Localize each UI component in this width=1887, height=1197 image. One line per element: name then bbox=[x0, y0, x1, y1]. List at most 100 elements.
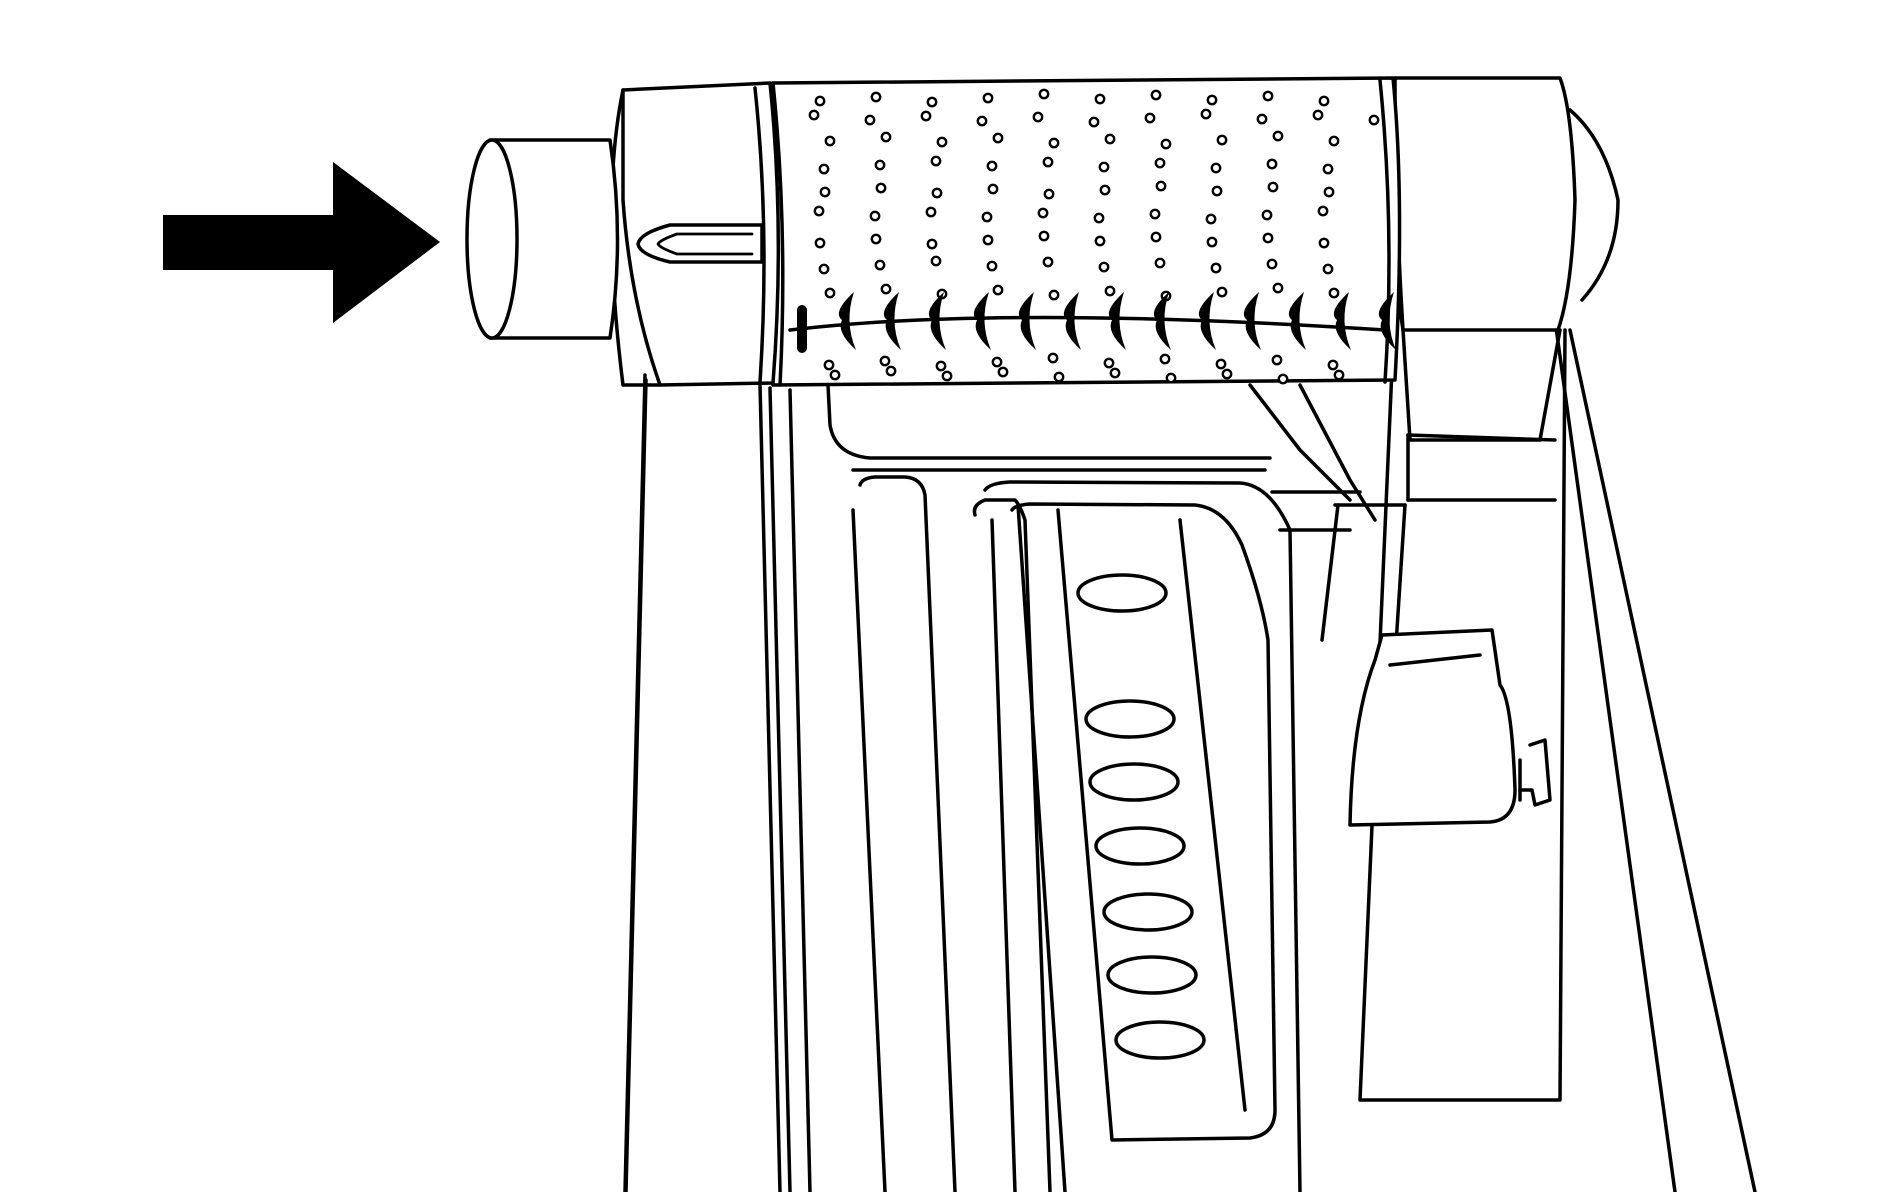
grip-dot bbox=[1216, 286, 1228, 298]
grip-dot bbox=[1150, 89, 1162, 101]
gate-hole bbox=[1088, 762, 1180, 802]
grip-dot bbox=[824, 135, 836, 147]
grip-dot bbox=[879, 355, 891, 367]
grip-dot bbox=[986, 160, 998, 172]
grip-dot bbox=[1262, 232, 1274, 244]
grip-dot bbox=[1037, 207, 1049, 219]
grip-dot bbox=[986, 260, 998, 272]
stitch-mark bbox=[1153, 292, 1171, 350]
gate-holes bbox=[1076, 573, 1206, 1060]
grip-dot bbox=[930, 255, 942, 267]
grip-dot bbox=[920, 110, 932, 122]
stitch-mark bbox=[928, 292, 946, 350]
grip-dot bbox=[819, 186, 831, 198]
grip-dot bbox=[992, 284, 1004, 296]
grip-dot bbox=[1160, 138, 1172, 150]
grip-dot bbox=[1155, 180, 1167, 192]
indicator-arrow bbox=[636, 223, 764, 264]
grip-dot bbox=[1333, 369, 1345, 381]
grip-dot bbox=[1210, 162, 1222, 174]
grip-dot bbox=[1261, 209, 1273, 221]
end-cap-button[interactable] bbox=[465, 138, 620, 340]
stitch-mark bbox=[838, 292, 856, 350]
grip-dot bbox=[1266, 158, 1278, 170]
grip-dot bbox=[1318, 95, 1330, 107]
grip-dot bbox=[818, 263, 830, 275]
grip-dot bbox=[1328, 135, 1340, 147]
stitch-mark bbox=[1108, 292, 1126, 350]
grip-dot bbox=[1103, 357, 1115, 369]
grip-dot bbox=[1159, 353, 1171, 365]
grip-dot bbox=[814, 237, 826, 249]
console-body bbox=[624, 318, 1757, 1194]
grip-dot bbox=[1099, 184, 1111, 196]
stitch-mark bbox=[1018, 292, 1036, 350]
grip-dot bbox=[864, 114, 876, 126]
grip-dot bbox=[1317, 205, 1329, 217]
grip-dot bbox=[925, 206, 937, 218]
grip-dot bbox=[982, 234, 994, 246]
grip-dot bbox=[1088, 116, 1100, 128]
grip-dot bbox=[1093, 212, 1105, 224]
console-ledge bbox=[826, 383, 1377, 532]
shifter-lever bbox=[1320, 298, 1567, 1102]
gate-plate bbox=[972, 480, 1302, 1194]
knob-base-column bbox=[623, 373, 647, 1194]
grip-dot bbox=[824, 287, 836, 299]
grip-dot bbox=[1216, 134, 1228, 146]
grip-dot bbox=[1042, 156, 1054, 168]
grip-dot bbox=[1094, 235, 1106, 247]
grip-dot bbox=[1322, 263, 1334, 275]
stitch-mark bbox=[1243, 292, 1261, 350]
grip-dot bbox=[1200, 108, 1212, 120]
grip-dot bbox=[1327, 359, 1339, 371]
grip-dot bbox=[880, 283, 892, 295]
grip-dot bbox=[926, 238, 938, 250]
gate-hole bbox=[1102, 892, 1194, 932]
grip-dot bbox=[1094, 93, 1106, 105]
grip-dot bbox=[1215, 358, 1227, 370]
grip-dot bbox=[1038, 230, 1050, 242]
grip-dot bbox=[1318, 237, 1330, 249]
grip-dot bbox=[1104, 133, 1116, 145]
stitch-mark bbox=[1288, 292, 1306, 350]
grip-dot bbox=[880, 131, 892, 143]
gate-hole bbox=[1106, 955, 1198, 995]
grip-dot bbox=[1328, 287, 1340, 299]
grip-dot bbox=[930, 155, 942, 167]
direction-arrow bbox=[163, 162, 440, 323]
grip-dot bbox=[991, 356, 1003, 368]
grip-dot bbox=[1149, 208, 1161, 220]
grip-dot bbox=[982, 92, 994, 104]
grip-dot bbox=[981, 211, 993, 223]
grip-dot bbox=[1154, 157, 1166, 169]
grip-dot bbox=[1312, 109, 1324, 121]
grip-dot bbox=[1368, 114, 1380, 126]
grip-dot bbox=[1144, 112, 1156, 124]
gate-hole bbox=[1076, 573, 1168, 613]
grip-dot bbox=[1205, 213, 1217, 225]
grip-dot bbox=[1266, 258, 1278, 270]
right-collar bbox=[1388, 76, 1620, 442]
gate-hole bbox=[1114, 1020, 1206, 1060]
grip-dot bbox=[1048, 137, 1060, 149]
grip-dot bbox=[1098, 161, 1110, 173]
grip-dot bbox=[818, 163, 830, 175]
grip-dot bbox=[814, 95, 826, 107]
grip-dot bbox=[1047, 352, 1059, 364]
grip-dot bbox=[936, 136, 948, 148]
grip-dot bbox=[1221, 368, 1233, 380]
grip-dot bbox=[1272, 130, 1284, 142]
gate-hole bbox=[1094, 826, 1186, 866]
grip-dot bbox=[829, 369, 841, 381]
grip-dot bbox=[997, 366, 1009, 378]
grip-dot bbox=[992, 132, 1004, 144]
grip-dot bbox=[885, 365, 897, 377]
grip-dot bbox=[1042, 256, 1054, 268]
grip-sleeve bbox=[764, 76, 1402, 387]
stitch-mark bbox=[1063, 292, 1081, 350]
stitch-mark bbox=[1378, 292, 1396, 350]
grip-dot bbox=[941, 370, 953, 382]
stitch-mark bbox=[1333, 292, 1351, 350]
